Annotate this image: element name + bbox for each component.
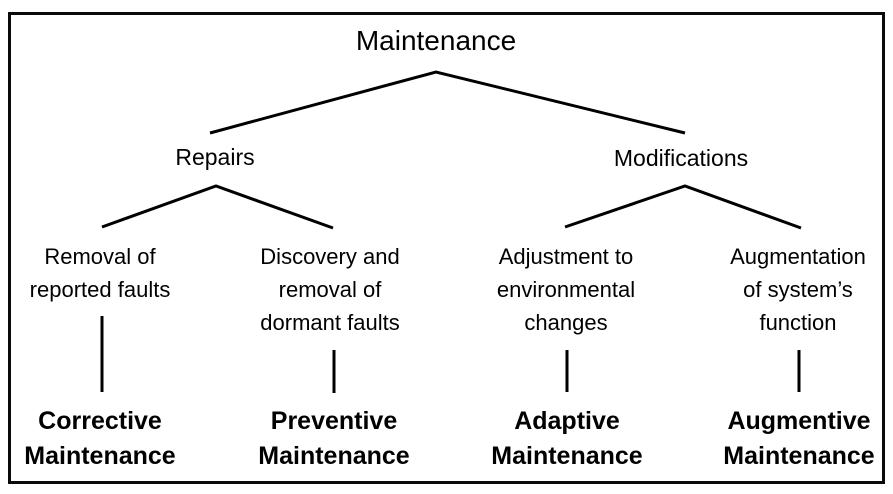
- node-corrective-maintenance: Corrective Maintenance: [24, 407, 176, 470]
- node-adjustment-to-environmental-changes: Adjustment to environmental changes: [496, 244, 636, 335]
- node-modifications: Modifications: [613, 145, 749, 171]
- node-augmentation-of-systems-function: Augmentation of system’s function: [730, 244, 866, 335]
- node-repairs: Repairs: [175, 144, 255, 170]
- modifications-branch-line: [564, 184, 802, 230]
- root-branch-line: [209, 70, 686, 135]
- node-augmentive-maintenance: Augmentive Maintenance: [723, 407, 875, 470]
- node-adaptive-maintenance: Adaptive Maintenance: [491, 407, 643, 470]
- node-maintenance: Maintenance: [355, 25, 517, 56]
- repairs-branch-line: [101, 184, 334, 230]
- node-removal-of-reported-faults: Removal of reported faults: [29, 244, 171, 302]
- node-discovery-and-removal-of-dormant-faults: Discovery and removal of dormant faults: [260, 244, 400, 335]
- diagram-border: [8, 12, 885, 484]
- node-preventive-maintenance: Preventive Maintenance: [258, 407, 410, 470]
